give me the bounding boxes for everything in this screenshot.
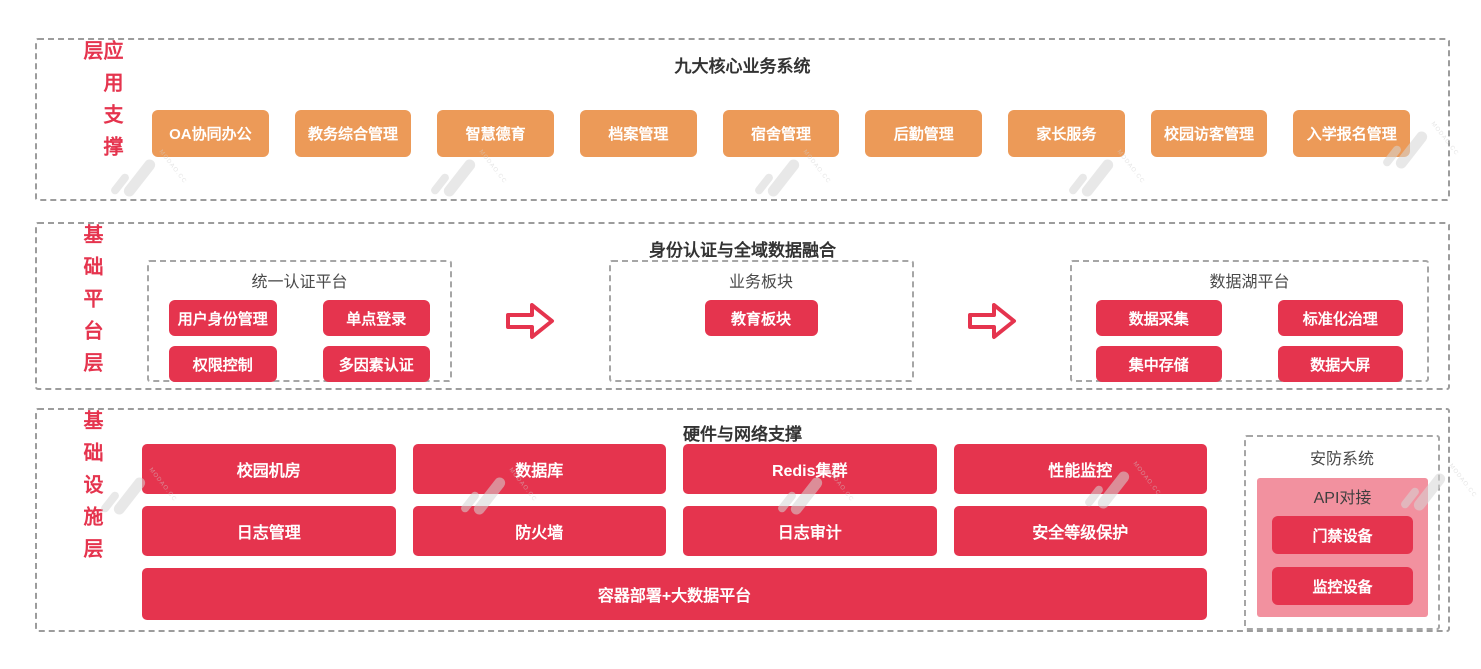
auth-block-permission: 权限控制 [169, 346, 277, 382]
app-layer-side-label: 应用支撑层 [80, 40, 122, 168]
security-system-title: 安防系统 [1309, 451, 1374, 468]
infrastructure-layer: 基础设施层 硬件与网络支撑 校园机房 数据库 Redis集群 性能监控 日志管理… [35, 408, 1450, 632]
infra-block-server-room: 校园机房 [142, 444, 396, 494]
platform-layer-side-label: 基础平台层 [80, 224, 102, 384]
infra-block-security-level: 安全等级保护 [953, 506, 1207, 556]
infra-block-container-bigdata: 容器部署+大数据平台 [142, 568, 1207, 620]
flow-arrow-icon [506, 303, 555, 339]
system-block-visitor: 校园访客管理 [1150, 110, 1268, 157]
infra-layer-side-label: 基础设施层 [80, 410, 102, 570]
app-support-layer: 应用支撑层 九大核心业务系统 OA协同办公 教务综合管理 智慧德育 档案管理 宿… [35, 38, 1450, 201]
lake-block-collect: 数据采集 [1096, 300, 1222, 336]
data-lake-grid: 数据采集 标准化治理 集中存储 数据大屏 [1072, 300, 1427, 382]
lake-block-governance: 标准化治理 [1277, 300, 1403, 336]
system-block-dormitory: 宿舍管理 [722, 110, 840, 157]
api-connect-panel: API对接 门禁设备 监控设备 [1257, 478, 1428, 617]
app-layer-title: 九大核心业务系统 [674, 57, 811, 76]
business-section-box: 业务板块 教育板块 [608, 260, 914, 382]
system-block-logistics: 后勤管理 [865, 110, 983, 157]
security-block-surveillance: 监控设备 [1272, 567, 1413, 605]
infra-block-log-audit: 日志审计 [683, 506, 937, 556]
auth-block-sso: 单点登录 [322, 300, 430, 336]
flow-arrow-icon [967, 303, 1016, 339]
flow-arrow-left [452, 260, 609, 382]
auth-block-identity: 用户身份管理 [169, 300, 277, 336]
api-connect-title: API对接 [1313, 490, 1372, 507]
business-block-education: 教育板块 [704, 300, 818, 336]
infra-layer-title: 硬件与网络支撑 [683, 425, 802, 444]
infra-block-database: 数据库 [412, 444, 666, 494]
flow-arrow-right [914, 260, 1071, 382]
system-block-oa: OA协同办公 [152, 110, 269, 157]
platform-layer: 基础平台层 身份认证与全域数据融合 统一认证平台 用户身份管理 单点登录 权限控… [35, 222, 1450, 390]
business-section-title: 业务板块 [728, 274, 793, 291]
unified-auth-box: 统一认证平台 用户身份管理 单点登录 权限控制 多因素认证 [147, 260, 452, 382]
data-lake-box: 数据湖平台 数据采集 标准化治理 集中存储 数据大屏 [1070, 260, 1429, 382]
system-block-parents: 家长服务 [1008, 110, 1125, 157]
data-lake-title: 数据湖平台 [1209, 274, 1290, 291]
lake-block-dashboard: 数据大屏 [1277, 346, 1403, 382]
auth-block-mfa: 多因素认证 [322, 346, 430, 382]
lake-block-storage: 集中存储 [1096, 346, 1222, 382]
infra-block-redis: Redis集群 [683, 444, 937, 494]
core-systems-row: OA协同办公 教务综合管理 智慧德育 档案管理 宿舍管理 后勤管理 家长服务 校… [152, 110, 1411, 157]
platform-layer-title: 身份认证与全域数据融合 [649, 241, 836, 260]
security-system-box: 安防系统 API对接 门禁设备 监控设备 [1244, 435, 1440, 630]
system-block-academic: 教务综合管理 [294, 110, 412, 157]
infra-block-firewall: 防火墙 [412, 506, 666, 556]
infra-block-log-mgmt: 日志管理 [142, 506, 396, 556]
platform-row: 统一认证平台 用户身份管理 单点登录 权限控制 多因素认证 业务板块 教育板块 [147, 260, 1429, 382]
infra-block-monitoring: 性能监控 [953, 444, 1207, 494]
infra-grid: 校园机房 数据库 Redis集群 性能监控 日志管理 防火墙 日志审计 安全等级… [142, 444, 1207, 620]
system-block-enrollment: 入学报名管理 [1293, 110, 1411, 157]
security-block-access-control: 门禁设备 [1272, 516, 1413, 554]
system-block-moral-edu: 智慧德育 [437, 110, 555, 157]
unified-auth-grid: 用户身份管理 单点登录 权限控制 多因素认证 [149, 300, 450, 382]
unified-auth-title: 统一认证平台 [251, 274, 348, 291]
system-block-archives: 档案管理 [580, 110, 697, 157]
